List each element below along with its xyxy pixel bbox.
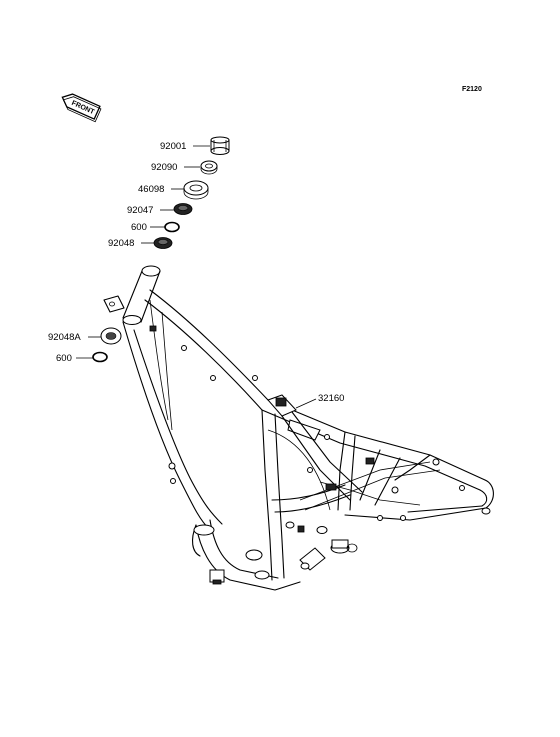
svg-text:600: 600 [131,222,147,233]
washer-92090 [200,160,218,175]
stem-cap-46098 [183,180,209,200]
callout-92048a: 92048A [48,332,101,343]
callout-600-bottom: 600 [56,353,93,364]
svg-text:600: 600 [56,353,72,364]
callout-92047: 92047 [127,205,174,216]
svg-text:92048A: 92048A [48,332,81,343]
svg-text:92047: 92047 [127,205,153,216]
figure-code: F2120 [462,86,482,93]
svg-text:32160: 32160 [318,393,344,404]
callout-92048: 92048 [108,238,154,249]
callout-92001: 92001 [160,141,210,152]
ring-600-top [164,221,180,233]
race-92048a [100,327,122,345]
race-92048 [153,237,173,249]
front-arrow-icon: FRONT [61,93,102,123]
svg-text:92001: 92001 [160,141,186,152]
callout-600-top: 600 [131,222,165,233]
bearing-92047 [173,203,193,215]
svg-text:46098: 46098 [138,184,164,195]
svg-text:92048: 92048 [108,238,134,249]
callout-32160: 32160 [295,393,344,409]
callout-46098: 46098 [138,184,184,195]
stem-nut-92001 [210,136,230,155]
svg-text:92090: 92090 [151,162,177,173]
ring-600-bottom [92,351,108,363]
callout-92090: 92090 [151,162,200,173]
frame-32160 [103,265,494,591]
